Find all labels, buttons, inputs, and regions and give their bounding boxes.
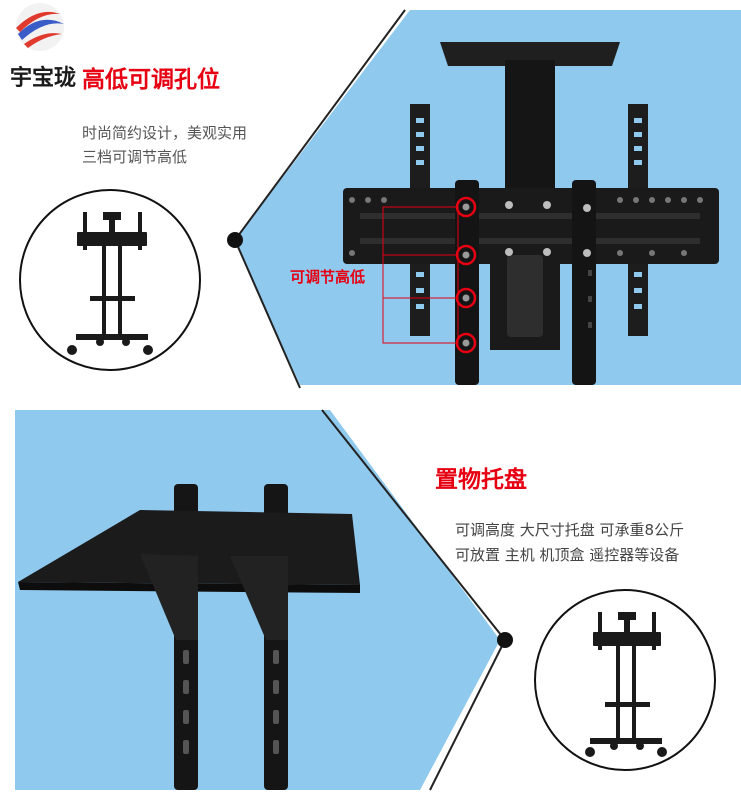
bolt <box>505 248 513 256</box>
bolt <box>543 201 551 209</box>
post-left <box>455 180 479 385</box>
tray-heading: 置物托盘 <box>435 467 527 493</box>
inset-stand-bottom <box>585 612 667 757</box>
tray-desc-line2: 可放置 主机 机顶盒 遥控器等设备 <box>455 546 680 564</box>
brand-logo <box>16 3 64 51</box>
inset-circle-top <box>19 189 201 371</box>
tray-bracket-left <box>140 554 198 640</box>
height-desc-line2: 三档可调节高低 <box>82 148 188 166</box>
height-callout-label: 可调节高低 <box>290 268 366 286</box>
bolt <box>543 248 551 256</box>
bolt <box>583 249 591 257</box>
tray-bracket-right <box>230 556 288 640</box>
tray-support <box>505 60 555 190</box>
divider-dot-top <box>227 232 243 248</box>
inset-stand-top <box>67 212 153 355</box>
height-heading: 高低可调孔位 <box>82 67 220 93</box>
callout-box <box>382 206 459 344</box>
bolt <box>583 204 591 212</box>
inset-circle-bottom <box>534 589 716 771</box>
bolt <box>505 201 513 209</box>
camera-tray <box>440 42 620 66</box>
tray-desc-line1: 可调高度 大尺寸托盘 可承重8公斤 <box>455 521 685 539</box>
divider-dot-bottom <box>497 632 513 648</box>
height-desc-line1: 时尚简约设计，美观实用 <box>82 124 248 142</box>
brand-name: 宇宝珑 <box>10 66 77 91</box>
post-right <box>572 180 596 385</box>
